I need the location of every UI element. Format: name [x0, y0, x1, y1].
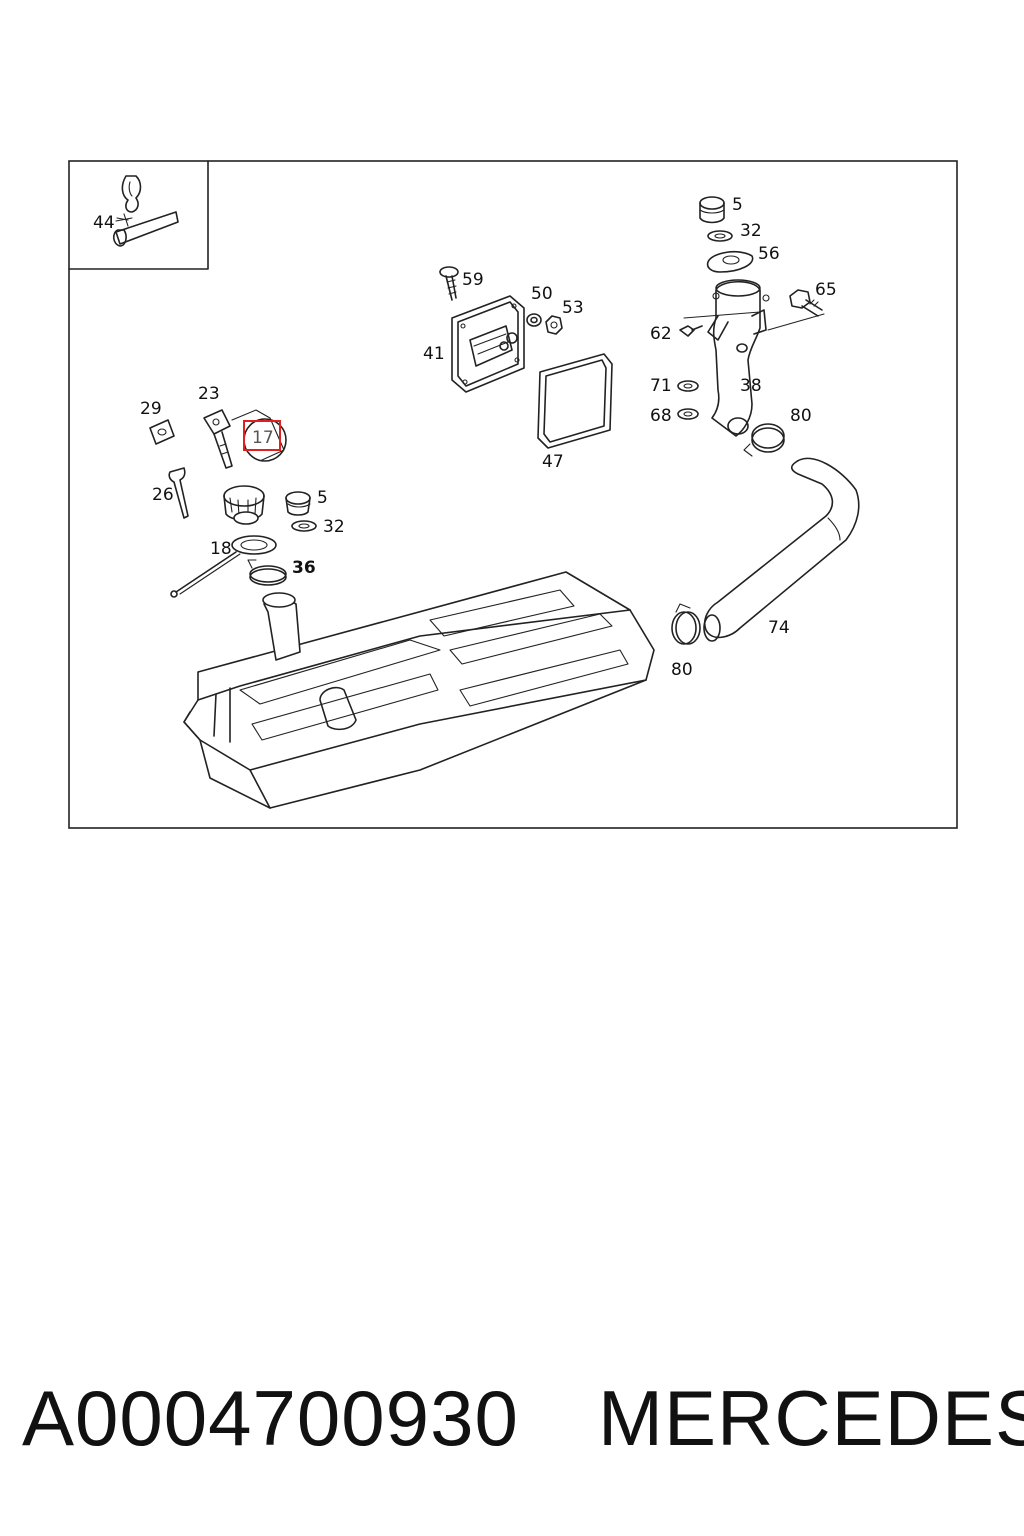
callout-5-top: 5 [732, 195, 743, 215]
diagram-frame [68, 160, 958, 829]
part-56-flange [706, 250, 754, 273]
part-23-key [203, 409, 233, 469]
callout-56: 56 [758, 244, 780, 264]
callout-68: 68 [650, 406, 672, 426]
inset-box [68, 160, 209, 270]
part-number: A0004700930 [22, 1374, 519, 1462]
callout-80-bottom: 80 [671, 660, 693, 680]
part-59-screw [439, 266, 459, 301]
part-68-ring [677, 408, 699, 420]
parts-diagram: 44 59 50 53 41 47 29 23 26 5 32 18 36 5 … [68, 160, 958, 829]
footer: A0004700930 MERCEDES [0, 1370, 1024, 1470]
part-65-bolt [789, 289, 823, 317]
callout-32-top: 32 [740, 221, 762, 241]
part-32-ring-left [291, 520, 317, 532]
part-62-screw [679, 325, 703, 337]
callout-50: 50 [531, 284, 553, 304]
part-36-clamp [247, 559, 287, 586]
callout-18: 18 [210, 539, 232, 559]
part-71-ring [677, 380, 699, 392]
callout-65: 65 [815, 280, 837, 300]
part-80-clamp-top [743, 423, 785, 457]
part-18-seal-strap [170, 535, 277, 598]
callout-41: 41 [423, 344, 445, 364]
part-29-clip [149, 419, 175, 445]
callout-32-left: 32 [323, 517, 345, 537]
callout-62: 62 [650, 324, 672, 344]
callout-53: 53 [562, 298, 584, 318]
callout-26: 26 [152, 485, 174, 505]
part-38-filler-neck [707, 279, 770, 437]
part-74-hose [703, 457, 860, 642]
part-44-edge-trim [112, 175, 179, 247]
part-47-gasket [537, 353, 613, 449]
callout-71: 71 [650, 376, 672, 396]
part-50-washer [526, 313, 542, 327]
filler-cap [223, 485, 265, 525]
callout-17: 17 [252, 428, 274, 448]
callout-47: 47 [542, 452, 564, 472]
callout-74: 74 [768, 618, 790, 638]
brand-name: MERCEDES [598, 1374, 1024, 1462]
callout-80-top: 80 [790, 406, 812, 426]
part-80-clamp-bottom [671, 603, 701, 645]
part-26-pin [168, 467, 189, 519]
callout-59: 59 [462, 270, 484, 290]
callout-38: 38 [740, 376, 762, 396]
part-53-nut [545, 315, 563, 335]
callout-29: 29 [140, 399, 162, 419]
part-32-ring-top [707, 230, 733, 242]
part-5-grommet-top [699, 196, 725, 224]
callout-5-left: 5 [317, 488, 328, 508]
callout-23: 23 [198, 384, 220, 404]
part-41-cover-plate [451, 295, 525, 393]
leader-lines [115, 217, 825, 331]
part-5-grommet-left [285, 491, 311, 516]
highlight-box-17 [243, 420, 281, 451]
fuel-tank [183, 571, 655, 809]
callout-44: 44 [93, 213, 115, 233]
callout-36: 36 [292, 558, 316, 578]
